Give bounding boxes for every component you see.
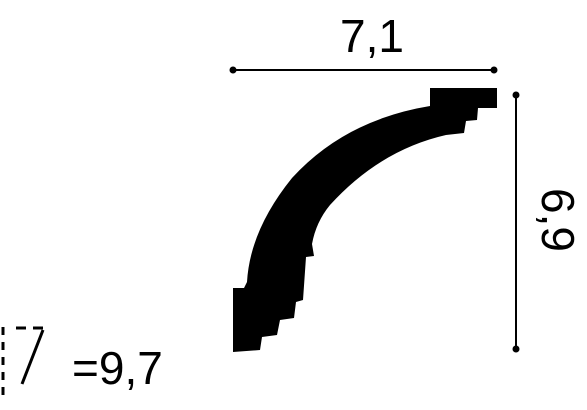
height-dimension-label: 6,9 bbox=[532, 188, 584, 252]
width-dimension-end-dot bbox=[490, 66, 498, 74]
height-dimension-end-dot bbox=[512, 345, 520, 353]
cornice-profile bbox=[233, 88, 497, 352]
height-dimension-start-dot bbox=[512, 91, 520, 99]
diagonal-dimension-icon bbox=[1, 326, 45, 395]
height-dimension: 6,9 bbox=[512, 91, 584, 353]
width-dimension-start-dot bbox=[229, 66, 237, 74]
diagonal-dimension-label: =9,7 bbox=[72, 342, 163, 394]
width-dimension: 7,1 bbox=[229, 10, 498, 74]
width-dimension-label: 7,1 bbox=[340, 10, 404, 62]
